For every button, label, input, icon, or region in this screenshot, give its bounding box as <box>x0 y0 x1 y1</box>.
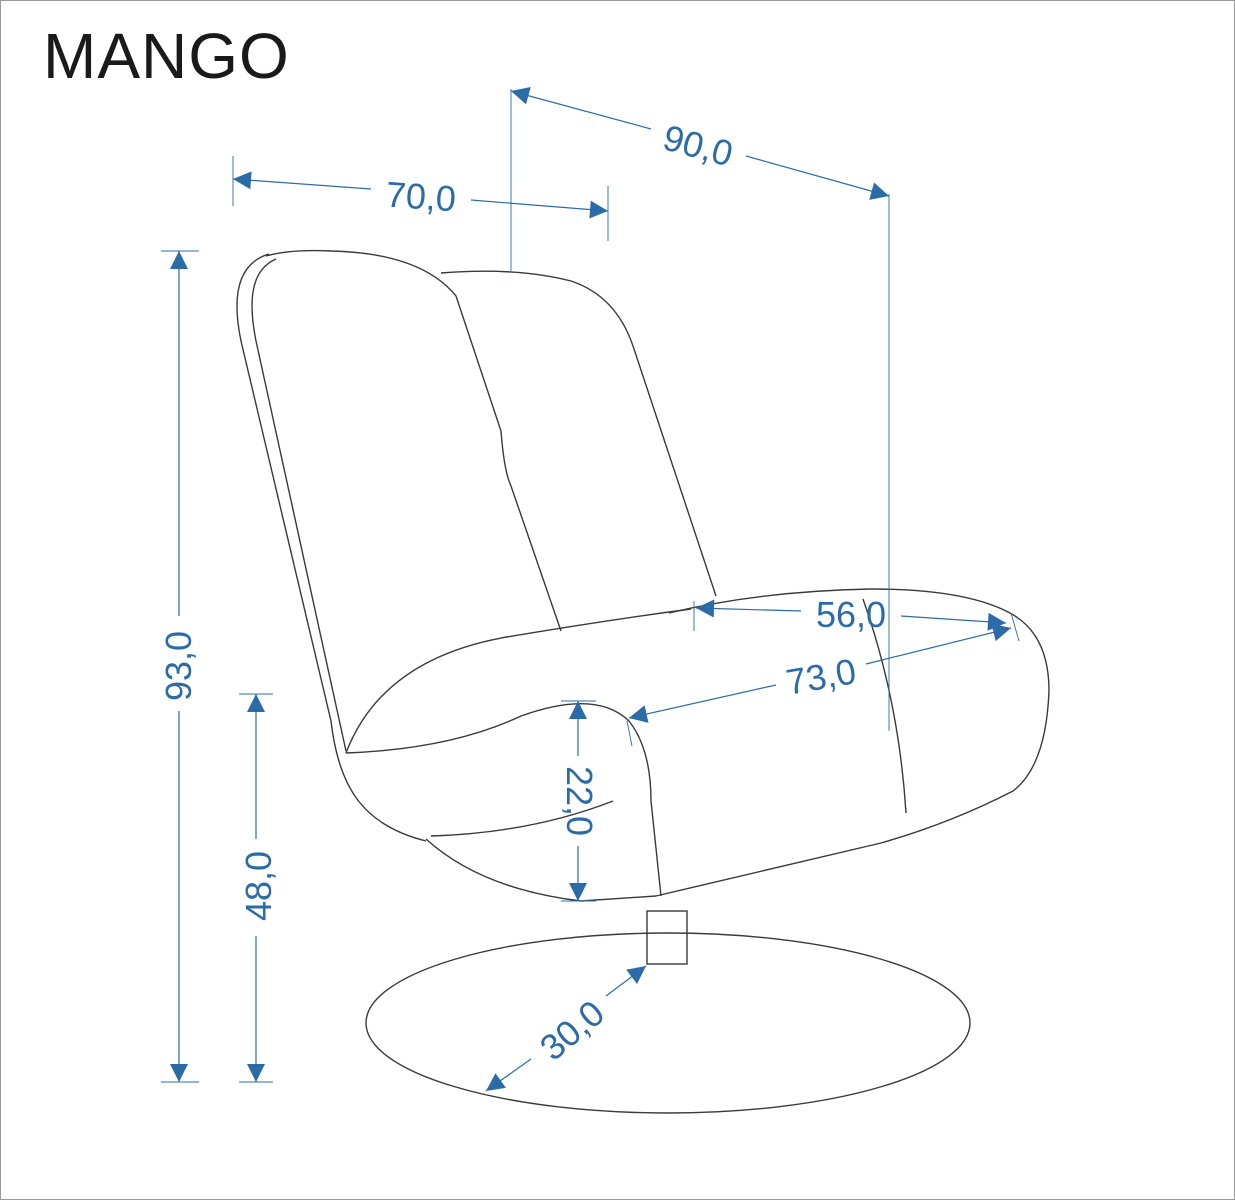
back-cushion-right <box>440 270 717 597</box>
dimension-armrest-height: 22,0 <box>559 700 600 902</box>
seat-front <box>430 800 614 837</box>
depth-label: 90,0 <box>659 117 737 175</box>
back-shell <box>236 253 427 842</box>
seat-arm-curve <box>345 702 662 897</box>
dimension-seat-diagonal: 73,0 <box>626 623 1012 747</box>
dimension-height: 93,0 <box>158 250 199 1083</box>
dimension-seat-height: 48,0 <box>238 693 279 1083</box>
seat-height-label: 48,0 <box>238 851 279 921</box>
dimension-base-radius: 30,0 <box>485 965 647 1092</box>
back-cushion-left <box>265 249 562 632</box>
seat-bottom <box>425 838 657 902</box>
seat-depth-label: 56,0 <box>816 594 886 635</box>
seat-seam <box>862 598 907 814</box>
width-label: 70,0 <box>385 174 458 220</box>
seat-top <box>345 608 692 754</box>
seat-diagonal-label: 73,0 <box>783 650 859 703</box>
product-title: MANGO <box>43 20 290 92</box>
chair-outline <box>236 249 1050 1114</box>
dimension-width: 70,0 <box>232 156 609 241</box>
base-radius-label: 30,0 <box>532 992 612 1068</box>
dimension-seat-depth: 56,0 <box>693 594 1020 642</box>
round-base <box>365 932 971 1114</box>
back-shell-inner <box>251 258 347 752</box>
seat-right-top <box>655 588 1050 897</box>
armrest-height-label: 22,0 <box>559 766 600 836</box>
swivel-pole <box>646 910 688 965</box>
height-label: 93,0 <box>158 631 199 701</box>
